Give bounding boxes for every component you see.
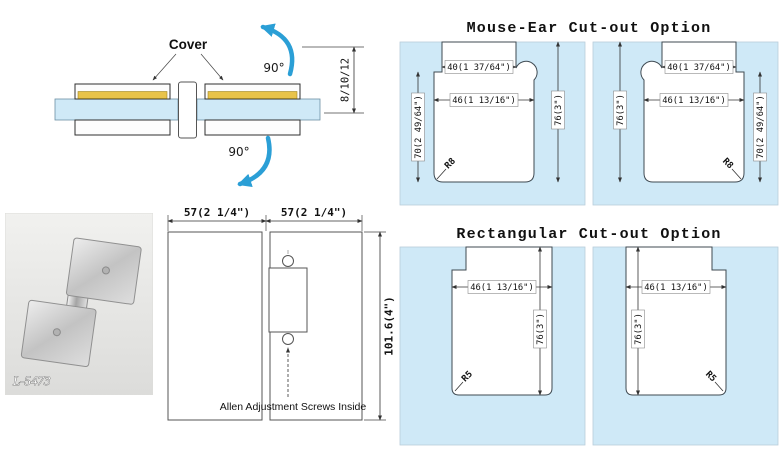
thickness-label: 8/10/12 [340,58,352,102]
dim-box [753,92,767,162]
gasket-right [207,91,298,99]
adjustment-note: Allen Adjustment Screws Inside [220,347,367,413]
hinge-photo-illustration [20,237,142,368]
dim-total-height: 76(3") [631,246,645,396]
front-view-section: 57(2 1/4") 57(2 1/4") 101.6(4") Allen Ad… [155,205,395,450]
front-view-diagram: 57(2 1/4") 57(2 1/4") 101.6(4") Allen Ad… [167,206,396,421]
side-view-diagram: Cover 90° 90° [54,23,364,188]
neck-width-label: 40(1 37/64") [667,63,731,73]
dim-body-width: 46(1 13/16") [643,93,745,107]
dim-neck-width: 40(1 37/64") [661,60,737,74]
rectangular-drawing-right: 46(1 13/16") 76(3") R5 [592,246,779,446]
dim-box [444,60,514,74]
mouse-ear-drawing-left: 40(1 37/64") 46(1 13/16") 70(2 49/64") 7… [399,41,586,206]
width-dimensions: 57(2 1/4") 57(2 1/4") [167,206,363,231]
glass-panel-left [167,231,263,421]
dim-body-width: 46(1 13/16") [433,93,535,107]
total-height-label: 76(3") [634,313,644,345]
screw-hole-top [282,255,294,267]
dim-box [631,309,645,349]
dim-box [533,309,547,349]
leader-line [714,381,724,392]
dim-box [467,280,537,294]
total-height-label: 76(3") [616,94,626,126]
width-label-left: 57(2 1/4") [184,206,250,219]
dim-total-height: 76(3") [533,246,547,396]
dim-body-width: 46(1 13/16") [625,280,727,294]
dim-box [613,90,627,130]
height-label: 101.6(4") [383,296,396,356]
rectangular-drawing-left: 46(1 13/16") 76(3") R5 [399,246,586,446]
screw-hole-bottom [282,333,294,345]
total-height-label: 76(3") [554,94,564,126]
cover-pointer-left [152,53,177,81]
body-width-label: 46(1 13/16") [470,283,534,293]
dim-box [664,60,734,74]
screw-icon [52,328,61,337]
leader-line [731,168,742,180]
leader-line [436,168,447,180]
total-height-label: 76(3") [536,313,546,345]
dim-box [411,92,425,162]
rectangular-diagram: Rectangular Cut-out Option 46(1 13/16") … [399,226,779,446]
width-label-right: 57(2 1/4") [281,206,347,219]
dim-box [659,93,729,107]
dim-total-height: 76(3") [613,41,627,183]
leader-line [454,381,464,392]
height-dimension: 101.6(4") [364,231,396,421]
rectangular-option-section: Rectangular Cut-out Option 46(1 13/16") … [390,225,780,450]
rectangular-title: Rectangular Cut-out Option [456,226,721,243]
bottom-cover-right [204,119,301,136]
product-photo-section: L-5473 [5,213,153,395]
product-photo: L-5473 [5,213,153,395]
mouse-ear-drawing-right: 40(1 37/64") 46(1 13/16") 76(3") 70(2 49… [592,41,779,206]
cover-label: Cover [169,37,208,52]
dim-box [641,280,711,294]
screw-icon [101,266,110,275]
hinge-knuckle [178,81,197,139]
dim-box [449,93,519,107]
glass-left [54,98,179,121]
inner-height-label: 70(2 49/64") [414,95,424,159]
dim-box [551,90,565,130]
neck-width-label: 40(1 37/64") [447,63,511,73]
rotation-arrow-top [260,23,295,77]
rotation-arrow-bottom [237,135,272,188]
glass-right [196,98,321,121]
thickness-dimension: 8/10/12 [302,46,364,114]
dim-inner-height: 70(2 49/64") [753,71,767,183]
mouse-ear-cutout [640,41,745,183]
dim-total-height: 76(3") [551,41,565,183]
cover-pointer-right [200,53,224,81]
mouse-ear-option-section: Mouse-Ear Cut-out Option 40(1 37/64") 46… [390,10,780,215]
mouse-ear-title: Mouse-Ear Cut-out Option [467,20,712,37]
angle-label-bottom: 90° [228,145,249,159]
body-width-label: 46(1 13/16") [644,283,708,293]
adjustment-note-label: Allen Adjustment Screws Inside [220,401,367,413]
hinge-plate-front [268,267,308,333]
body-width-label: 46(1 13/16") [452,96,516,106]
model-number-label: L-5473 [12,373,51,388]
mouse-ear-cutout [433,41,538,183]
side-view-section: Cover 90° 90° [0,0,390,210]
gasket-left [77,91,168,99]
body-width-label: 46(1 13/16") [662,96,726,106]
dim-body-width: 46(1 13/16") [451,280,553,294]
mouse-ear-diagram: Mouse-Ear Cut-out Option 40(1 37/64") 46… [399,20,779,206]
inner-height-label: 70(2 49/64") [756,95,766,159]
dim-inner-height: 70(2 49/64") [411,71,425,183]
dim-neck-width: 40(1 37/64") [441,60,517,74]
angle-label-top: 90° [263,61,284,75]
bottom-cover-left [74,119,171,136]
